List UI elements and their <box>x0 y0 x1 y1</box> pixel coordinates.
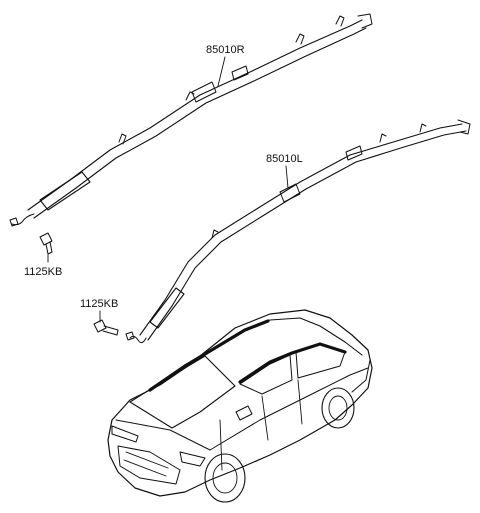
bolt-1125KB-lower[interactable] <box>93 319 119 336</box>
mount-clip <box>211 229 219 239</box>
mount-clip <box>295 33 305 45</box>
mount-clip <box>335 15 345 27</box>
leader-line <box>285 165 289 189</box>
mount-clip <box>185 91 195 101</box>
label-85010L: 85010L <box>266 153 303 165</box>
bolt-1125KB-upper[interactable] <box>39 232 53 255</box>
label-1125KB-upper: 1125KB <box>24 266 62 278</box>
car-illustration <box>107 309 373 503</box>
label-1125KB-lower: 1125KB <box>80 298 118 310</box>
label-85010R: 85010R <box>206 44 245 56</box>
leader-line <box>217 56 226 87</box>
curtain-airbag-right[interactable] <box>9 13 373 227</box>
mount-clip <box>118 133 127 145</box>
curtain-airbag-left[interactable] <box>125 119 471 344</box>
mount-clip <box>379 133 387 143</box>
airbag-location-markers <box>148 319 347 392</box>
mount-clip <box>419 123 427 133</box>
